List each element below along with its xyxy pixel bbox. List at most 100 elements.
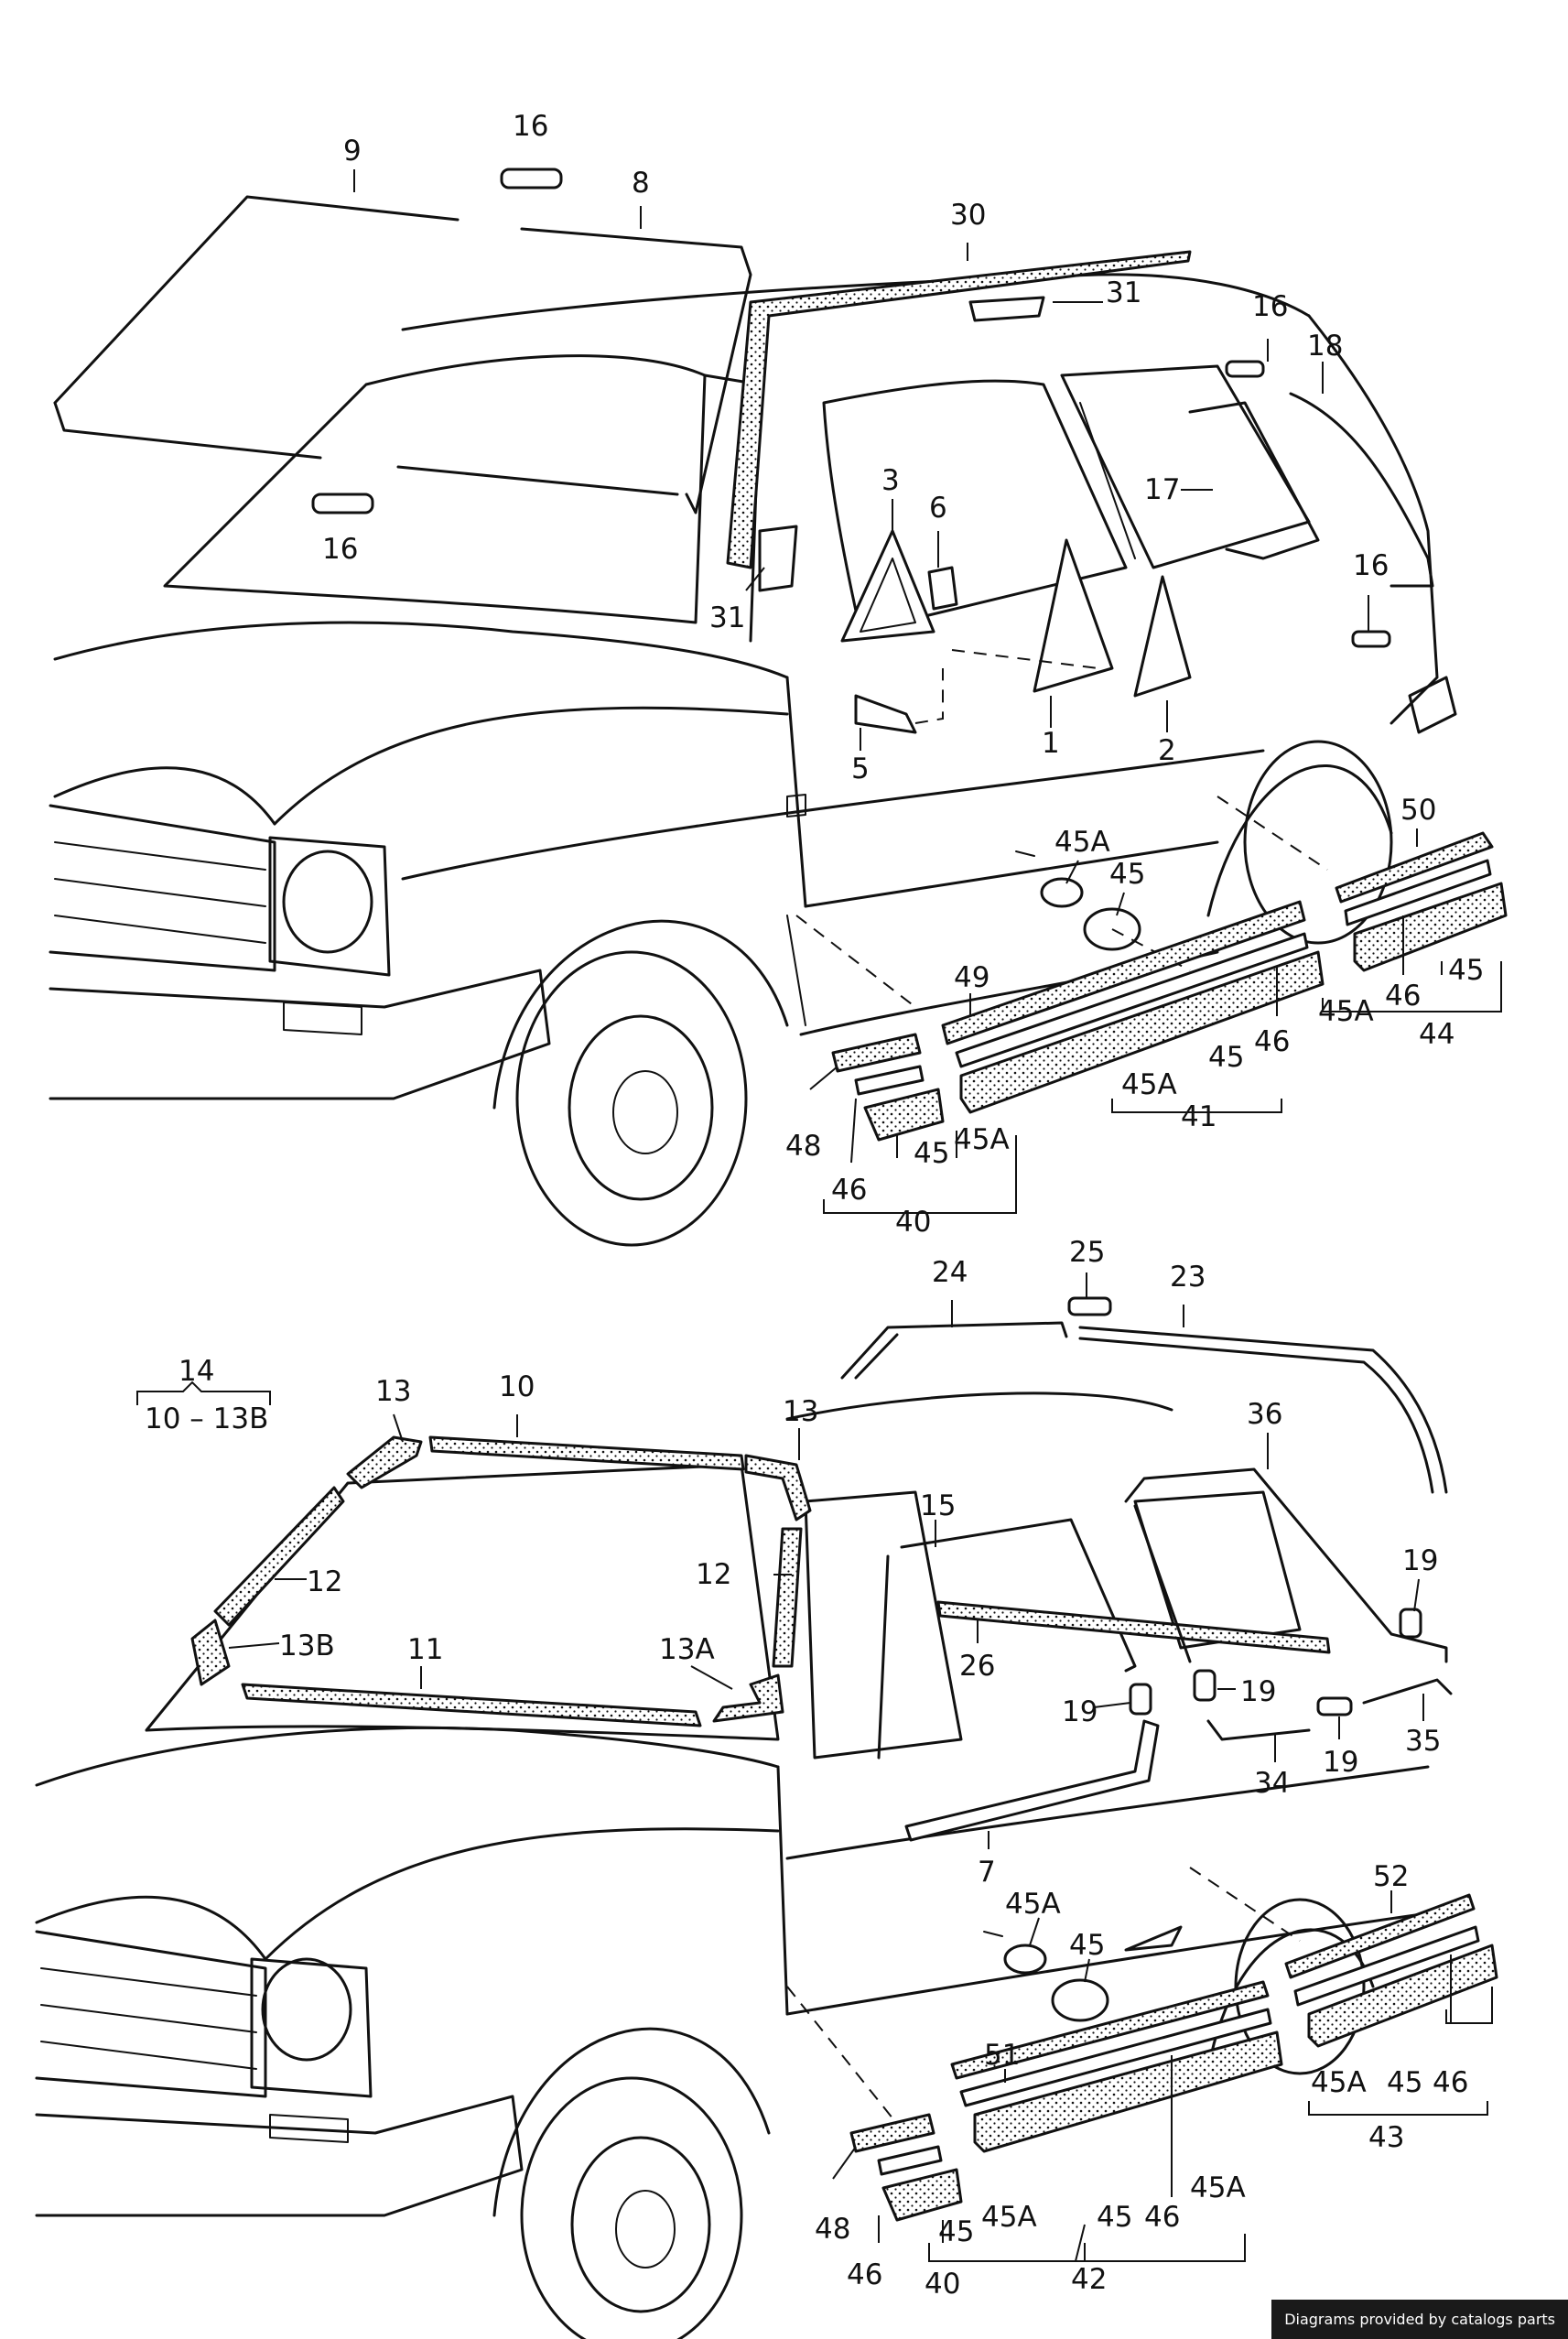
label-45-e: 45 bbox=[1069, 1929, 1105, 1962]
strip-12b bbox=[772, 1527, 803, 1668]
label-2: 2 bbox=[1158, 734, 1176, 767]
label-50: 50 bbox=[1400, 794, 1436, 827]
molding-49 bbox=[941, 900, 1306, 1045]
molding-48 bbox=[831, 1033, 922, 1073]
label-10-13B: 10 – 13B bbox=[145, 1402, 268, 1435]
top-parts bbox=[53, 168, 1508, 1142]
label-19a: 19 bbox=[1402, 1544, 1438, 1577]
label-25: 25 bbox=[1069, 1236, 1105, 1269]
label-12b: 12 bbox=[696, 1558, 731, 1591]
label-45A-d: 45A bbox=[954, 1123, 1010, 1156]
label-43: 43 bbox=[1368, 2121, 1404, 2154]
seal-17 bbox=[1188, 401, 1320, 560]
label-46b: 46 bbox=[1385, 980, 1421, 1012]
label-16c: 16 bbox=[322, 533, 358, 566]
label-45-h: 45 bbox=[1097, 2201, 1132, 2234]
windshield-seal bbox=[53, 195, 460, 405]
label-35: 35 bbox=[1405, 1725, 1441, 1758]
label-24: 24 bbox=[932, 1256, 968, 1289]
label-15: 15 bbox=[920, 1489, 956, 1522]
clip-31b bbox=[758, 525, 798, 592]
label-11: 11 bbox=[407, 1633, 443, 1666]
molding-51 bbox=[950, 1980, 1270, 2080]
rear-strip-18 bbox=[1289, 392, 1434, 588]
molding-43 bbox=[1307, 1944, 1498, 2048]
label-10: 10 bbox=[499, 1370, 535, 1403]
label-19c: 19 bbox=[1240, 1675, 1276, 1708]
triangle-2 bbox=[1133, 575, 1192, 698]
clip-19d bbox=[1316, 1696, 1353, 1716]
molding-42 bbox=[973, 2030, 1283, 2153]
label-45-g: 45 bbox=[938, 2215, 974, 2248]
label-30: 30 bbox=[950, 199, 986, 232]
clip-45-bottom bbox=[1051, 1978, 1109, 2022]
label-8: 8 bbox=[632, 167, 650, 200]
molding-50 bbox=[1335, 831, 1494, 904]
label-16a: 16 bbox=[513, 110, 548, 143]
clip-45a-top bbox=[1040, 877, 1084, 908]
clip-19a bbox=[1399, 1608, 1422, 1639]
label-14: 14 bbox=[178, 1355, 214, 1388]
label-45A-g: 45A bbox=[981, 2201, 1037, 2234]
label-45A-f: 45A bbox=[1311, 2066, 1367, 2099]
label-31b: 31 bbox=[709, 601, 745, 634]
label-40b: 40 bbox=[925, 2268, 960, 2301]
label-46c: 46 bbox=[831, 1174, 867, 1207]
label-52: 52 bbox=[1373, 1860, 1409, 1893]
strip-10 bbox=[428, 1435, 745, 1471]
label-46d: 46 bbox=[1433, 2066, 1468, 2099]
label-45-c: 45 bbox=[1208, 1041, 1244, 1074]
label-18: 18 bbox=[1307, 330, 1343, 363]
sill-7 bbox=[904, 1719, 1160, 1842]
clip-16a bbox=[500, 168, 563, 190]
label-1: 1 bbox=[1042, 727, 1060, 760]
label-46f: 46 bbox=[1144, 2201, 1180, 2234]
label-26: 26 bbox=[959, 1650, 995, 1683]
label-6: 6 bbox=[929, 492, 947, 525]
seal-15 bbox=[900, 1518, 1137, 1673]
molding-52 bbox=[1284, 1893, 1476, 1979]
clip-19b bbox=[1129, 1683, 1152, 1716]
label-7: 7 bbox=[978, 1856, 996, 1889]
molding-40-bottom bbox=[881, 2168, 963, 2222]
label-45A-e: 45A bbox=[1005, 1888, 1061, 1921]
clip-45a-bottom bbox=[1003, 1944, 1047, 1975]
label-9: 9 bbox=[343, 135, 362, 168]
clip-25 bbox=[1067, 1296, 1112, 1316]
screw-5 bbox=[854, 694, 917, 734]
molding-44 bbox=[1353, 882, 1508, 972]
corner-13a bbox=[346, 1435, 423, 1489]
label-45-b: 45 bbox=[1448, 954, 1484, 987]
callout-labels: 9 16 8 30 31 16 18 16 3 6 17 16 31 1 2 5… bbox=[145, 110, 1484, 2301]
strip-11 bbox=[241, 1683, 702, 1727]
label-45A-h: 45A bbox=[1190, 2171, 1246, 2204]
footer-credit: Diagrams provided by catalogs parts bbox=[1271, 2300, 1568, 2339]
label-19b: 19 bbox=[1062, 1695, 1098, 1728]
label-5: 5 bbox=[851, 753, 870, 785]
strip-12a bbox=[213, 1486, 345, 1627]
triangle-3 bbox=[840, 529, 935, 643]
label-48b: 48 bbox=[815, 2213, 850, 2246]
corner-13B bbox=[190, 1619, 231, 1686]
label-41: 41 bbox=[1181, 1100, 1217, 1133]
top-car-outline bbox=[49, 273, 1457, 1247]
label-13a: 13 bbox=[375, 1375, 411, 1408]
label-46e: 46 bbox=[847, 2258, 882, 2291]
label-12a: 12 bbox=[307, 1565, 342, 1598]
label-44: 44 bbox=[1419, 1018, 1454, 1051]
label-16b: 16 bbox=[1252, 290, 1288, 323]
clip-19c bbox=[1193, 1669, 1217, 1702]
corner-13A bbox=[712, 1673, 784, 1723]
label-36: 36 bbox=[1247, 1398, 1282, 1431]
label-45-d: 45 bbox=[914, 1137, 949, 1170]
molding-41 bbox=[959, 950, 1325, 1114]
label-49: 49 bbox=[954, 961, 989, 994]
clip-16b bbox=[311, 493, 374, 514]
roof-strip-30 bbox=[726, 250, 1192, 569]
label-45-a: 45 bbox=[1109, 858, 1145, 891]
bottom-car-outline bbox=[35, 1391, 1430, 2339]
bracket-6 bbox=[927, 566, 958, 611]
label-42: 42 bbox=[1071, 2263, 1107, 2296]
label-13B: 13B bbox=[279, 1630, 335, 1662]
